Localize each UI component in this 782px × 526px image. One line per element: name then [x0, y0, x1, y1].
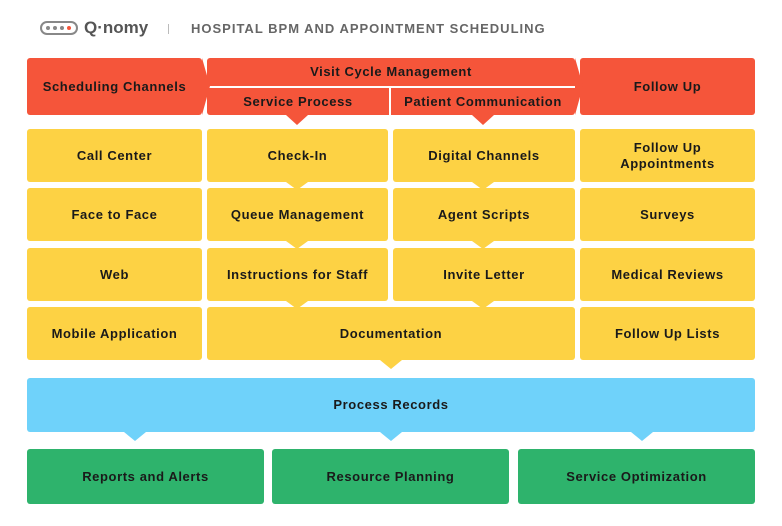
page-title: HOSPITAL BPM AND APPOINTMENT SCHEDULING: [191, 21, 546, 36]
process-records-box: Process Records: [27, 378, 755, 432]
service-process-item: Queue Management: [207, 188, 388, 241]
arrow-down-icon: [286, 182, 308, 190]
arrow-down-icon: [286, 115, 308, 125]
follow-up-item: Medical Reviews: [580, 248, 755, 301]
visit-cycle-group: Visit Cycle Management Service Process P…: [207, 58, 575, 115]
arrow-down-icon: [472, 301, 494, 309]
patient-communication-item: Digital Channels: [393, 129, 575, 182]
arrow-down-icon: [380, 360, 402, 369]
service-process-header: Service Process: [207, 88, 389, 115]
arrow-down-icon: [472, 182, 494, 190]
follow-up-item: Follow Up Appointments: [580, 129, 755, 182]
scheduling-channels-header: Scheduling Channels: [27, 58, 202, 115]
arrow-down-icon: [286, 241, 308, 249]
arrow-down-icon: [631, 432, 653, 441]
output-item: Reports and Alerts: [27, 449, 264, 504]
patient-communication-item: Invite Letter: [393, 248, 575, 301]
chevron-separator: [202, 58, 210, 115]
scheduling-item: Mobile Application: [27, 307, 202, 360]
follow-up-header: Follow Up: [580, 58, 755, 115]
service-process-item: Check-In: [207, 129, 388, 182]
visit-cycle-header: Visit Cycle Management: [207, 58, 575, 86]
scheduling-item: Web: [27, 248, 202, 301]
arrow-down-icon: [472, 241, 494, 249]
documentation-box: Documentation: [207, 307, 575, 360]
logo-icon: [40, 21, 78, 35]
arrow-down-icon: [380, 432, 402, 441]
chevron-separator: [575, 58, 583, 115]
arrow-down-icon: [124, 432, 146, 441]
patient-communication-header: Patient Communication: [391, 88, 575, 115]
service-process-item: Instructions for Staff: [207, 248, 388, 301]
scheduling-item: Call Center: [27, 129, 202, 182]
logo-text: Q·nomy: [84, 18, 149, 37]
follow-up-item: Surveys: [580, 188, 755, 241]
patient-communication-item: Agent Scripts: [393, 188, 575, 241]
arrow-down-icon: [286, 301, 308, 309]
output-item: Resource Planning: [272, 449, 509, 504]
output-item: Service Optimization: [518, 449, 755, 504]
header: Q·nomy HOSPITAL BPM AND APPOINTMENT SCHE…: [40, 16, 560, 42]
scheduling-item: Face to Face: [27, 188, 202, 241]
arrow-down-icon: [472, 115, 494, 125]
header-divider: [168, 24, 169, 34]
follow-up-item: Follow Up Lists: [580, 307, 755, 360]
